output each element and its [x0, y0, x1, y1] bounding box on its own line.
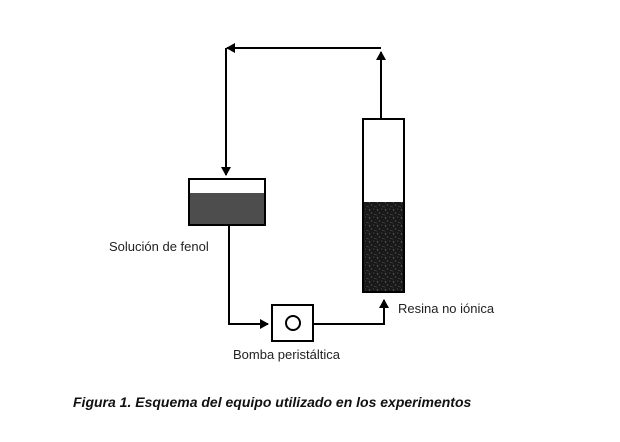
resin-bed: [363, 202, 404, 292]
phenol-solution-liquid: [189, 193, 265, 225]
peristaltic-pump: [271, 304, 314, 342]
label-peristaltic-pump: Bomba peristáltica: [233, 347, 341, 362]
line-pump-to-column: [313, 299, 389, 325]
line-tank-to-pump: [228, 225, 269, 329]
resin-column: [362, 118, 405, 293]
column-outline: [362, 118, 405, 293]
pump-body: [271, 304, 314, 342]
label-non-ionic-resin: Resina no iónica: [398, 301, 495, 316]
tank-outline: [188, 178, 266, 226]
figure-caption: Figura 1. Esquema del equipo utilizado e…: [73, 394, 472, 410]
pump-rotor-icon: [285, 315, 301, 331]
phenol-solution-tank: [188, 178, 266, 226]
label-phenol-solution: Solución de fenol: [109, 239, 209, 254]
